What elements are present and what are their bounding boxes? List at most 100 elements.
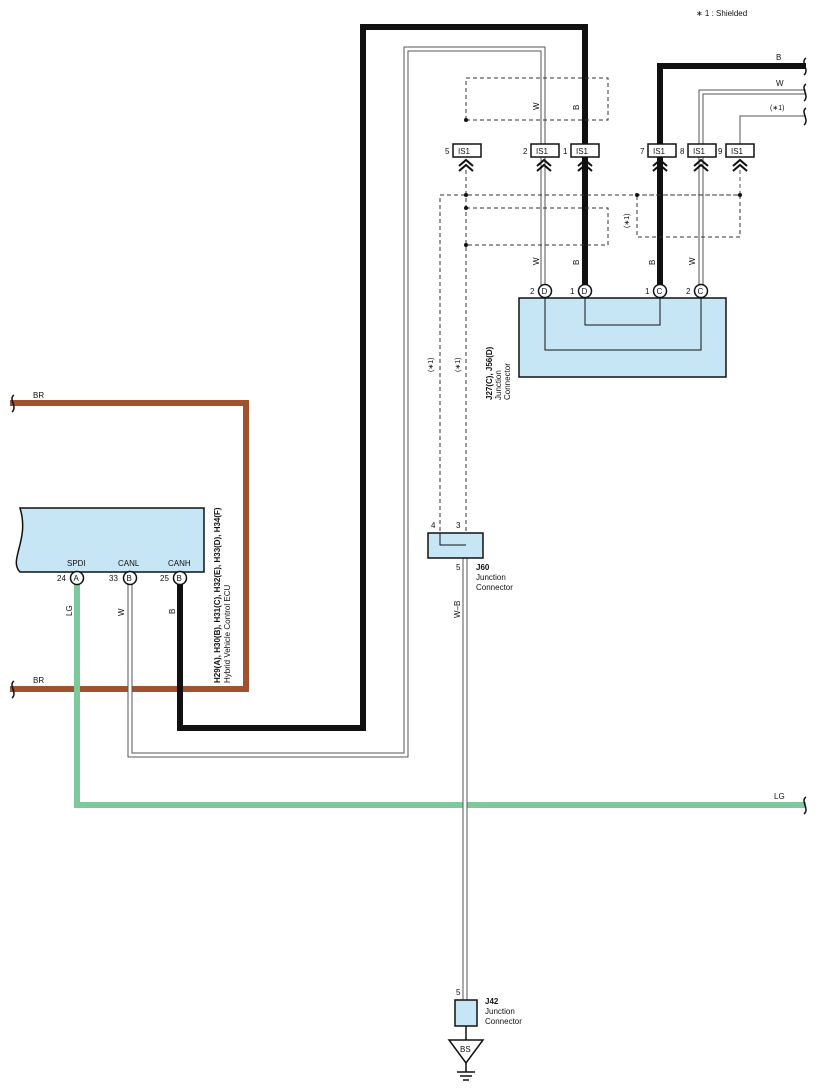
label-shield-v1: (∗1) [428,358,435,372]
junction-connector-j42: 5 J42 Junction Connector [454,988,522,1040]
svg-text:C: C [698,287,704,296]
svg-text:7: 7 [640,147,645,156]
svg-text:(∗1): (∗1) [624,214,631,228]
svg-text:2: 2 [523,147,528,156]
ecu-pin-spdi: SPDI A 24 [57,559,86,586]
label-ecu-b: B [168,609,177,614]
svg-text:B: B [572,260,581,265]
svg-text:SPDI: SPDI [67,559,86,568]
svg-text:A: A [74,574,80,583]
svg-text:B: B [648,260,657,265]
ecu-pin-canh: CANH B 25 [160,559,191,586]
svg-text:B: B [572,105,581,110]
hybrid-vehicle-control-ecu [15,507,205,573]
label-w-b: W–B [453,601,462,618]
svg-text:Hybrid Vehicle Control ECU: Hybrid Vehicle Control ECU [223,585,232,683]
svg-text:IS1: IS1 [653,147,666,156]
svg-text:1: 1 [645,287,650,296]
svg-text:IS1: IS1 [693,147,706,156]
svg-text:D: D [582,287,588,296]
svg-text:Junction: Junction [476,573,506,582]
svg-text:LG: LG [65,605,74,616]
ground-symbol-icon: BS [447,1039,485,1081]
label-shield-v2: (∗1) [455,358,462,372]
svg-text:33: 33 [109,574,118,583]
ecu-pin-canl: CANL B 33 [109,559,140,586]
svg-text:IS1: IS1 [458,147,471,156]
svg-text:W: W [117,608,126,616]
svg-text:CANH: CANH [168,559,191,568]
svg-text:24: 24 [57,574,66,583]
svg-text:4: 4 [431,521,436,530]
black-b-wire-right [657,63,806,290]
label-ecu-w: W [117,608,126,616]
junction-pin-2d: D 2 [530,283,553,299]
svg-text:5: 5 [445,147,450,156]
svg-text:B: B [177,574,182,583]
svg-text:CANL: CANL [118,559,140,568]
svg-text:9: 9 [718,147,723,156]
svg-text:2: 2 [686,287,691,296]
svg-text:IS1: IS1 [576,147,589,156]
svg-text:J60: J60 [476,563,490,572]
svg-text:W–B: W–B [453,601,462,618]
svg-text:8: 8 [680,147,685,156]
label-br-bottom: BR [33,676,44,685]
label-right-shield: (∗1) [770,105,784,112]
svg-text:D: D [542,287,548,296]
shield-note: ∗ 1 : Shielded [696,9,747,18]
label-br-top: BR [33,391,44,400]
label-mid-w2: W [688,257,697,265]
white-canl-wire [127,46,546,758]
ground-label: BS [460,1045,471,1054]
svg-text:Connector: Connector [476,583,513,592]
svg-text:C: C [657,287,663,296]
label-ecu-lg: LG [65,605,74,616]
svg-text:(∗1): (∗1) [455,358,462,372]
is1-connector-9: IS1 9 [718,143,755,172]
svg-text:3: 3 [456,521,461,530]
junction-j27-j56-label: J27(C), J56(D) Junction Connector [485,346,512,400]
junction-pin-2c: C 2 [686,283,709,299]
label-right-b: B [776,53,781,62]
svg-text:J42: J42 [485,997,499,1006]
shield-dashed-lines [439,77,741,545]
svg-text:IS1: IS1 [536,147,549,156]
label-mid-b: B [572,260,581,265]
is1-connector-5: IS1 5 [445,143,482,172]
is1-connector-2: IS1 2 [523,143,560,172]
svg-text:1: 1 [563,147,568,156]
junction-pin-1c: C 1 [645,283,668,299]
svg-text:W: W [532,257,541,265]
wire-break-icons [11,57,807,815]
svg-text:B: B [127,574,132,583]
svg-text:Connector: Connector [485,1017,522,1026]
svg-text:1: 1 [570,287,575,296]
svg-text:W: W [532,102,541,110]
is1-connector-1: IS1 1 [563,143,600,172]
junction-pin-1d: D 1 [570,283,593,299]
junction-connector-j27-j56 [518,297,727,378]
svg-text:(∗1): (∗1) [428,358,435,372]
is1-connector-8: IS1 8 [680,143,717,172]
label-lg-right: LG [774,792,785,801]
svg-text:J27(C), J56(D): J27(C), J56(D) [485,346,494,400]
svg-text:Junction: Junction [485,1007,515,1016]
black-canh-wire [177,24,588,731]
svg-text:2: 2 [530,287,535,296]
lightgreen-wire [74,580,806,808]
label-mid-w: W [532,257,541,265]
label-top-w: W [532,102,541,110]
svg-text:25: 25 [160,574,169,583]
ecu-label: H29(A), H30(B), H31(C), H32(E), H33(D), … [213,507,232,683]
svg-text:Junction: Junction [494,370,503,400]
svg-text:5: 5 [456,563,461,572]
svg-text:IS1: IS1 [731,147,744,156]
label-mid-b2: B [648,260,657,265]
label-shield-mid: (∗1) [624,214,631,228]
junction-connector-j60: 4 3 5 J60 Junction Connector [427,521,513,592]
label-right-w: W [776,79,784,88]
label-top-b: B [572,105,581,110]
svg-text:B: B [168,609,177,614]
